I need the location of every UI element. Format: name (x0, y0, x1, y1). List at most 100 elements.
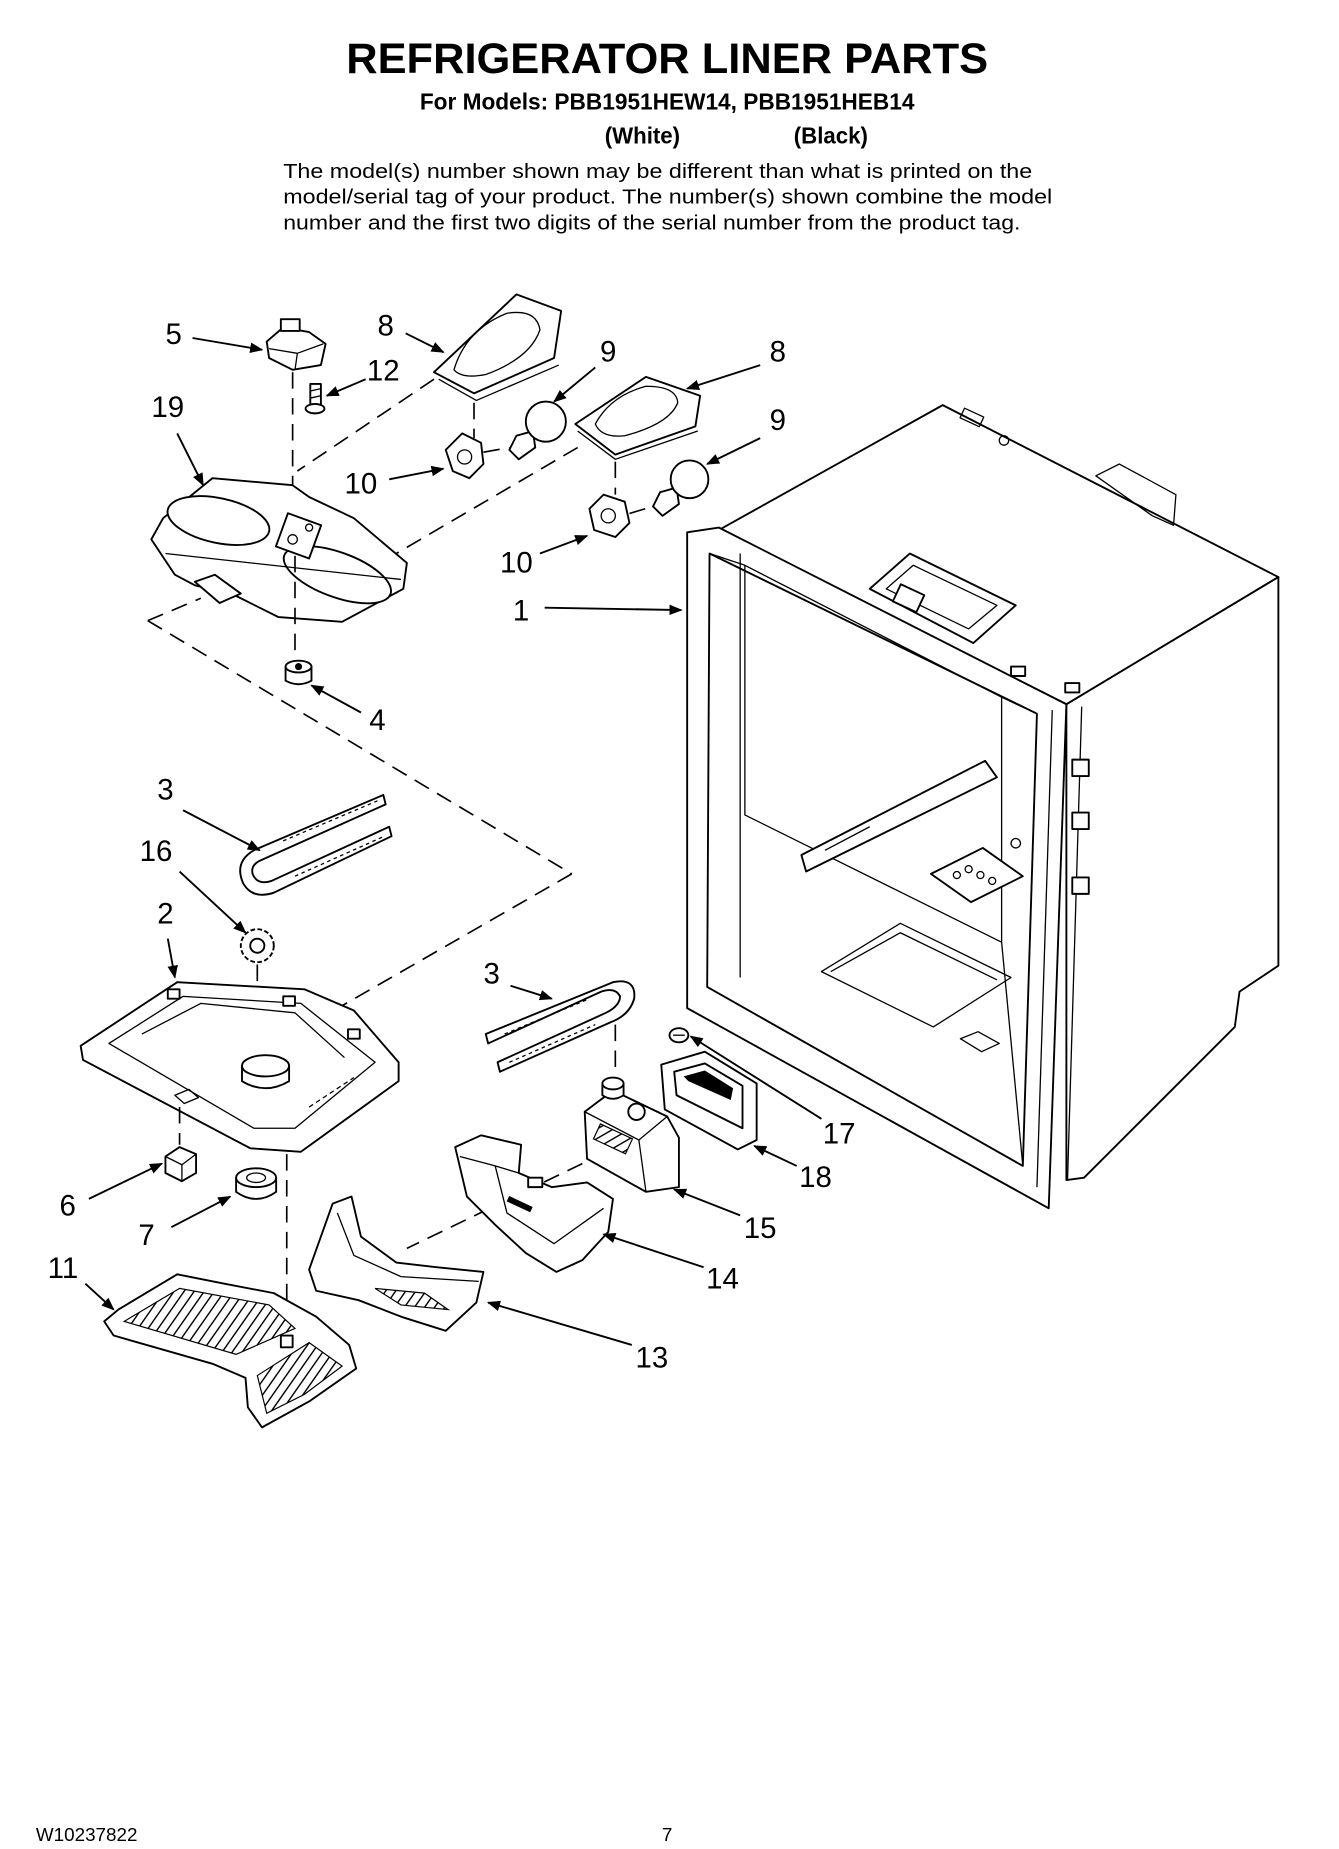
callout-label: 10 (345, 467, 378, 500)
bracket-tab (193, 573, 242, 604)
cover-inner-panel (141, 1002, 345, 1059)
gear (239, 928, 275, 964)
rail (484, 980, 636, 1073)
callout-label: 16 (140, 835, 173, 868)
liner-plate-dot (988, 876, 997, 886)
callout-arrow (170, 1195, 232, 1229)
leader-line-dashed (325, 873, 573, 1016)
liner-right-side (1065, 576, 1280, 1182)
bezel-insert (683, 1070, 734, 1100)
page-header: REFRIGERATOR LINER PARTS For Models: PBB… (283, 35, 1052, 235)
callout-label: 8 (377, 310, 393, 343)
callout-label: 5 (165, 318, 181, 351)
lens-window (453, 311, 541, 377)
callout-label: 12 (367, 354, 400, 387)
housing-edge (494, 1165, 604, 1245)
lens-window (594, 385, 679, 437)
callout-arrow (325, 378, 367, 397)
page-footer: W10237822 7 (36, 1824, 672, 1845)
callout-arrow (182, 809, 261, 852)
duct-vents (374, 1287, 451, 1311)
small-block (164, 1146, 198, 1183)
bracket-hole (287, 534, 298, 545)
socket-hole (600, 508, 616, 524)
cover-tab (347, 1028, 361, 1040)
liner-wall-hole (1010, 837, 1022, 849)
callout-arrow (389, 465, 445, 481)
gear-hub (249, 937, 266, 954)
small-screw (668, 1027, 690, 1044)
light-socket (588, 493, 631, 538)
leader-line-dashed (629, 505, 654, 515)
callout-arrow (544, 604, 683, 616)
switch (265, 318, 327, 371)
callout-arrow (176, 432, 204, 487)
socket-hole (456, 449, 473, 465)
models-line: For Models: PBB1951HEW14, PBB1951HEB14 (420, 89, 915, 115)
cover-hub-top (241, 1054, 291, 1078)
liner-side-tab (1071, 876, 1090, 895)
bulb-base (508, 430, 537, 461)
cover-tab (166, 988, 181, 1000)
cap-top (235, 1167, 278, 1189)
duct-edge (336, 1212, 479, 1282)
callout-arrow (486, 1300, 633, 1346)
callout-arrow (310, 684, 362, 714)
bezel (660, 1050, 758, 1151)
liner-top-raised-area (1095, 463, 1177, 526)
callout-labels: 5 8 12 9 8 19 9 10 10 1 4 3 16 2 3 17 18… (48, 310, 856, 1375)
rail-track (239, 794, 393, 896)
damper (583, 1076, 680, 1193)
housing-body (454, 1134, 614, 1273)
liner-side-tab (1071, 758, 1090, 778)
liner-floor-tab (959, 1031, 1000, 1053)
screw (304, 382, 326, 415)
callout-label: 7 (138, 1219, 154, 1252)
rail-teeth (509, 1024, 596, 1063)
cover-tab (282, 995, 296, 1007)
model-color-white: (White) (605, 123, 680, 149)
liner-top-clip (1064, 682, 1081, 694)
screw-head (304, 403, 326, 415)
leader-line-dashed (483, 446, 510, 454)
model-note-line: The model(s) number shown may be differe… (283, 160, 1032, 183)
damper-edge (638, 1139, 647, 1192)
callout-label: 4 (369, 704, 385, 737)
liner-depth-line (1001, 696, 1038, 715)
liner-top-hole (998, 435, 1010, 446)
liner-top-mark (959, 407, 985, 428)
callout-label: 13 (635, 1341, 668, 1374)
callout-label: 9 (770, 404, 786, 437)
liner-shelf-rail-detail (824, 826, 871, 851)
drawer-cover (79, 981, 400, 1153)
callout-label: 11 (48, 1252, 79, 1285)
callout-arrow (84, 1283, 115, 1311)
callout-arrow (753, 1145, 798, 1167)
light-socket (444, 432, 485, 480)
callout-arrow (88, 1162, 164, 1200)
page-number: 7 (662, 1824, 672, 1845)
callout-arrow (553, 366, 596, 403)
liner-plate-dot (964, 864, 973, 874)
callout-label: 3 (157, 774, 173, 807)
callout-label: 10 (500, 546, 533, 579)
callout-label: 1 (513, 595, 529, 628)
callout-label: 8 (770, 336, 786, 369)
callout-arrow (602, 1232, 704, 1269)
duct (308, 1195, 485, 1332)
model-note-line: model/serial tag of your product. The nu… (283, 186, 1052, 209)
model-color-black: (Black) (794, 123, 868, 149)
light-bulb (508, 400, 567, 461)
lens-frame (433, 293, 563, 395)
liner-box (686, 404, 1280, 1210)
housing (454, 1134, 614, 1273)
bracket-hole (304, 523, 314, 532)
callout-arrow (685, 364, 761, 391)
callout-arrow (689, 1035, 822, 1120)
leader-line-dashed (296, 378, 435, 472)
callout-arrow (192, 337, 264, 353)
callout-arrow (706, 437, 761, 465)
callout-arrow (178, 870, 247, 934)
switch-edge (294, 353, 298, 370)
document-number: W10237822 (36, 1824, 138, 1845)
